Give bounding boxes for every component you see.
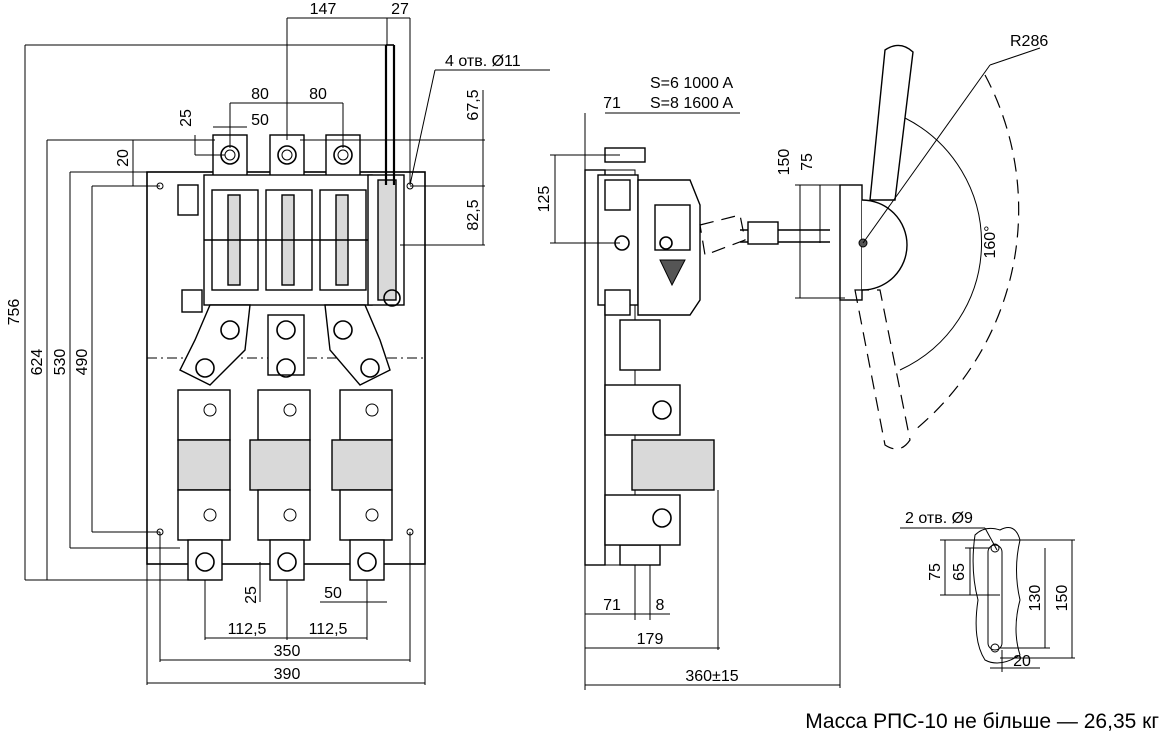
dim-179: 179 (637, 631, 664, 648)
dim-150-side: 150 (776, 149, 793, 176)
dim-82-5: 82,5 (465, 199, 482, 230)
s6-rating: S=6 1000 A (650, 75, 734, 92)
dim-71-top: 71 (603, 95, 621, 112)
dim-130-detail: 130 (1027, 585, 1044, 612)
dim-624: 624 (29, 349, 46, 376)
dim-65-detail: 65 (951, 563, 968, 581)
top-terminals (212, 134, 361, 181)
dim-80-right: 80 (309, 86, 327, 103)
dim-756: 756 (6, 299, 23, 326)
dim-112-5-left: 112,5 (228, 621, 267, 638)
dim-50-bottom: 50 (324, 585, 342, 602)
dim-75-detail: 75 (927, 563, 944, 581)
mass-note: Масса РПС-10 не більше — 26,35 кг (805, 710, 1159, 733)
dim-50-top: 50 (251, 112, 269, 129)
dim-75-side: 75 (799, 153, 816, 171)
s8-rating: S=8 1600 A (650, 95, 734, 112)
dim-27: 27 (391, 1, 409, 18)
front-dimensions (24, 17, 550, 685)
dim-r286: R286 (1010, 33, 1048, 50)
dim-112-5-right: 112,5 (309, 621, 348, 638)
front-view: 147 27 4 отв. Ø11 80 80 50 25 67,5 82,5 … (6, 1, 550, 685)
dim-20-detail: 20 (1013, 653, 1031, 670)
side-view: S=6 1000 A S=8 1600 A 71 125 150 75 R286… (536, 33, 1048, 690)
dim-67-5: 67,5 (465, 89, 482, 120)
dim-530: 530 (52, 349, 69, 376)
dim-147: 147 (310, 1, 337, 18)
dim-80-left: 80 (251, 86, 269, 103)
dim-angle: 160° (982, 225, 999, 258)
dim-490: 490 (74, 349, 91, 376)
detail-holes-note: 2 отв. Ø9 (905, 510, 973, 527)
dim-20: 20 (115, 149, 132, 167)
dim-350: 350 (274, 643, 301, 660)
dim-8: 8 (656, 597, 665, 614)
dim-25-bottom: 25 (243, 586, 260, 604)
holes-note: 4 отв. Ø11 (445, 53, 521, 70)
dim-125: 125 (536, 186, 553, 213)
dim-25-top: 25 (178, 109, 195, 127)
links (179, 304, 391, 386)
dim-150-detail: 150 (1054, 585, 1071, 612)
detail-view: 2 отв. Ø9 75 65 130 150 20 (900, 510, 1075, 672)
dim-71-bottom: 71 (603, 597, 621, 614)
fuse-holders (177, 389, 393, 541)
bottom-terminals (187, 539, 385, 581)
switch-body (177, 44, 405, 313)
dim-360: 360±15 (685, 668, 738, 685)
dim-390: 390 (274, 666, 301, 683)
